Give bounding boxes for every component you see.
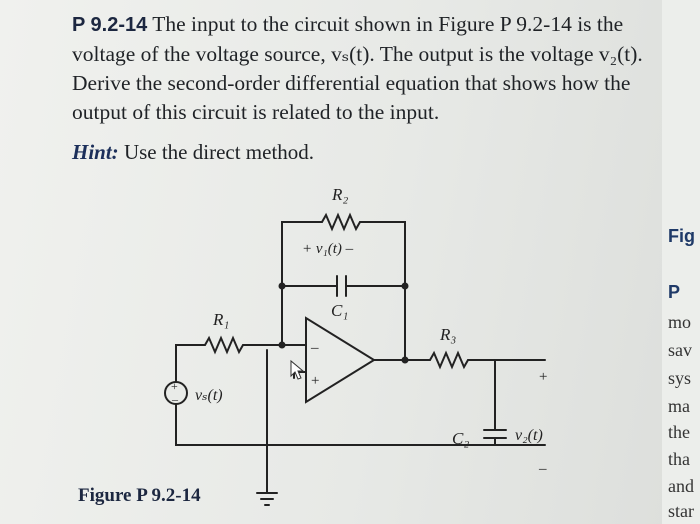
capacitor-c1 [336,275,347,297]
adjacent-text-fig: Fig [668,226,695,246]
adjacent-text-line: the [668,422,690,442]
label-v2: v₂(t) [515,427,543,444]
label-r1: R₁ [212,310,229,329]
wire-source-bottom [175,403,546,446]
adjacent-text-line: and [668,476,694,496]
label-r3: R₃ [439,325,456,344]
wire-feedback-top [359,221,406,361]
node-inverting [278,341,286,349]
label-out-plus: + [539,369,547,385]
resistor-r3 [429,350,469,370]
op-amp [305,316,376,404]
node-c1-right [401,282,409,290]
capacitor-c2 [483,429,507,439]
adjacent-page-column: Fig P mo sav sys ma the tha and star [662,0,700,524]
problem-number: P 9.2-14 [72,14,148,36]
node-output [401,356,409,364]
problem-statement: P 9.2-14 The input to the circuit shown … [72,10,657,127]
label-c2: C₂ [452,429,469,448]
cursor-arrow-icon [290,359,305,380]
adjacent-text-line: star [668,501,694,521]
label-vs: vₛ(t) [195,387,223,404]
problem-text: The input to the circuit shown in Figure… [72,12,643,124]
wire-r3-right [467,359,496,431]
adjacent-text-line: sys [668,368,692,388]
circuit-diagram: R₂ + v₁(t) – C₁ R₁ R₃ C₂ vₛ(t) v₂(t) + –… [164,185,547,506]
adjacent-text-line: mo [668,312,692,332]
label-opamp-minus: – [310,340,319,356]
label-opamp-plus: + [311,373,319,389]
hint-text: Use the direct method. [118,140,315,164]
label-source-minus: – [171,392,179,406]
label-v1: + v₁(t) – [302,241,354,257]
label-out-minus: – [538,461,547,477]
hint: Hint: Use the direct method. [72,140,314,165]
resistor-r2 [321,212,361,232]
figure-caption: Figure P 9.2-14 [78,485,201,506]
node-c1-left [278,282,286,290]
adjacent-text-line: tha [668,449,690,469]
adjacent-text-line: sav [668,340,692,360]
ground-symbol [256,492,278,506]
wire-feedback-left [281,221,323,346]
hint-label: Hint: [72,140,119,164]
adjacent-text-p: P [668,282,681,302]
wire-source-top [175,344,206,383]
resistor-r1 [204,335,244,355]
adjacent-text-line: ma [668,396,690,416]
label-c1: C₁ [331,301,348,320]
label-r2: R₂ [331,185,348,204]
label-source-plus: + [171,379,178,393]
